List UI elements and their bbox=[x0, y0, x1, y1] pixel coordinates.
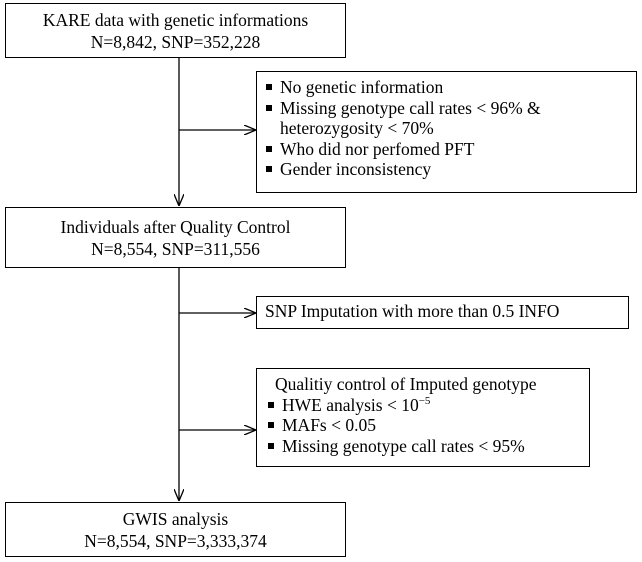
hwe-exponent: −5 bbox=[418, 394, 431, 407]
gwis-counts: N=8,554, SNP=3,333,374 bbox=[84, 530, 267, 551]
imputation-box: SNP Imputation with more than 0.5 INFO bbox=[256, 296, 629, 329]
qc-title: Individuals after Quality Control bbox=[60, 216, 291, 237]
exclusion-item: Gender inconsistency bbox=[265, 159, 630, 180]
qc-individuals-box: Individuals after Quality Control N=8,55… bbox=[5, 207, 346, 268]
kare-counts: N=8,842, SNP=352,228 bbox=[90, 31, 261, 52]
imputed-qc-item: Missing genotype call rates < 95% bbox=[267, 436, 583, 457]
imputed-qc-item: MAFs < 0.05 bbox=[267, 415, 583, 436]
kare-title: KARE data with genetic informations bbox=[42, 9, 309, 30]
exclusion-item: Missing genotype call rates < 96% &heter… bbox=[265, 98, 630, 139]
exclusion-item-continuation: heterozygosity < 70% bbox=[280, 118, 434, 138]
gwis-analysis-box: GWIS analysis N=8,554, SNP=3,333,374 bbox=[5, 502, 346, 557]
exclusion-criteria-box: No genetic information Missing genotype … bbox=[256, 71, 637, 193]
imputed-qc-item: HWE analysis < 10−5 bbox=[267, 395, 583, 416]
kare-data-box: KARE data with genetic informations N=8,… bbox=[5, 3, 346, 58]
qc-counts: N=8,554, SNP=311,556 bbox=[91, 238, 260, 259]
exclusion-item: No genetic information bbox=[265, 77, 630, 98]
gwis-title: GWIS analysis bbox=[122, 508, 229, 529]
imputed-qc-heading: Qualitiy control of Imputed genotype bbox=[275, 374, 537, 394]
imputed-qc-box: Qualitiy control of Imputed genotype HWE… bbox=[256, 368, 590, 467]
imputation-text: SNP Imputation with more than 0.5 INFO bbox=[265, 301, 560, 321]
exclusion-item: Who did nor perfomed PFT bbox=[265, 139, 630, 160]
